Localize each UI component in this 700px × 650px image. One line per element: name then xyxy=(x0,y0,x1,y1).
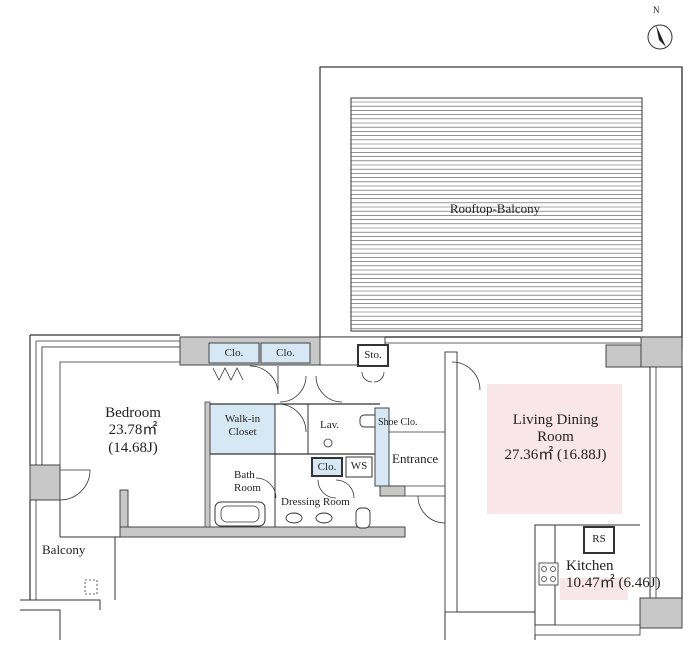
kitchen-name: Kitchen xyxy=(566,558,614,574)
kitchen-highlight xyxy=(560,578,628,600)
walk-in-closet-line1: Walk-in xyxy=(224,413,261,425)
bedroom-area: 23.78㎡ xyxy=(108,422,158,439)
rooftop-balcony-label: Rooftop-Balcony xyxy=(449,201,541,216)
bedroom-label: Bedroom 23.78㎡ (14.68J) xyxy=(78,405,188,457)
closet-1 xyxy=(208,342,260,364)
kitchen-label: Kitchen 10.47㎡ (6.46J) xyxy=(566,558,661,593)
bath-line1: Bath xyxy=(234,469,255,481)
door-swings xyxy=(59,361,481,524)
rs-box xyxy=(583,526,615,554)
balcony-label: Balcony xyxy=(42,542,86,557)
dressing-room-label: Dressing Room xyxy=(281,496,350,508)
lower-right-column xyxy=(639,597,683,629)
living-highlight xyxy=(487,384,622,514)
closet-2-label: Clo. xyxy=(276,347,295,359)
decking-lines xyxy=(351,101,642,330)
stove xyxy=(538,562,559,586)
bedroom-bottom-wall xyxy=(119,526,406,538)
closet-3 xyxy=(311,457,343,477)
closet-3-label: Clo. xyxy=(317,461,337,473)
core-wall xyxy=(204,401,211,528)
storage xyxy=(357,344,389,367)
living-name-2: Room xyxy=(537,429,574,446)
bedroom-name: Bedroom xyxy=(105,405,161,421)
walk-in-closet-label: Walk-in Closet xyxy=(210,413,275,438)
shoe-closet-label: Shoe Clo. xyxy=(378,417,418,428)
bedroom-column xyxy=(29,464,61,501)
entrance-label: Entrance xyxy=(392,451,439,466)
bathtub xyxy=(214,501,266,527)
north-compass-icon xyxy=(647,24,673,50)
kitchen-area: 10.47㎡ (6.46J) xyxy=(566,575,661,592)
rooftop-decking xyxy=(350,97,643,332)
bath-label: Bath Room xyxy=(234,469,261,494)
entrance-wall xyxy=(379,485,406,497)
compass-letter: N xyxy=(653,5,660,15)
ws-box xyxy=(345,456,373,478)
walk-in-closet-line2: Closet xyxy=(228,425,257,438)
lav-label: Lav. xyxy=(320,419,340,431)
rs-label: RS xyxy=(592,533,606,545)
closet-1-label: Clo. xyxy=(224,347,244,359)
right-top-wall xyxy=(640,336,683,368)
living-area: 27.36㎡ (16.88J) xyxy=(504,446,607,463)
bedroom-tsubo: (14.68J) xyxy=(108,439,158,456)
living-left-wall xyxy=(444,351,458,613)
living-label: Living Dining Room 27.36㎡ (16.88J) xyxy=(478,412,633,464)
balcony-structure xyxy=(20,500,116,640)
closet-2 xyxy=(260,342,311,364)
storage-label: Sto. xyxy=(364,349,382,361)
ws-label: WS xyxy=(350,460,368,472)
living-name-1: Living Dining xyxy=(512,412,599,428)
right-column xyxy=(605,344,642,368)
bath-line2: Room xyxy=(234,481,261,494)
toilet xyxy=(355,507,371,529)
